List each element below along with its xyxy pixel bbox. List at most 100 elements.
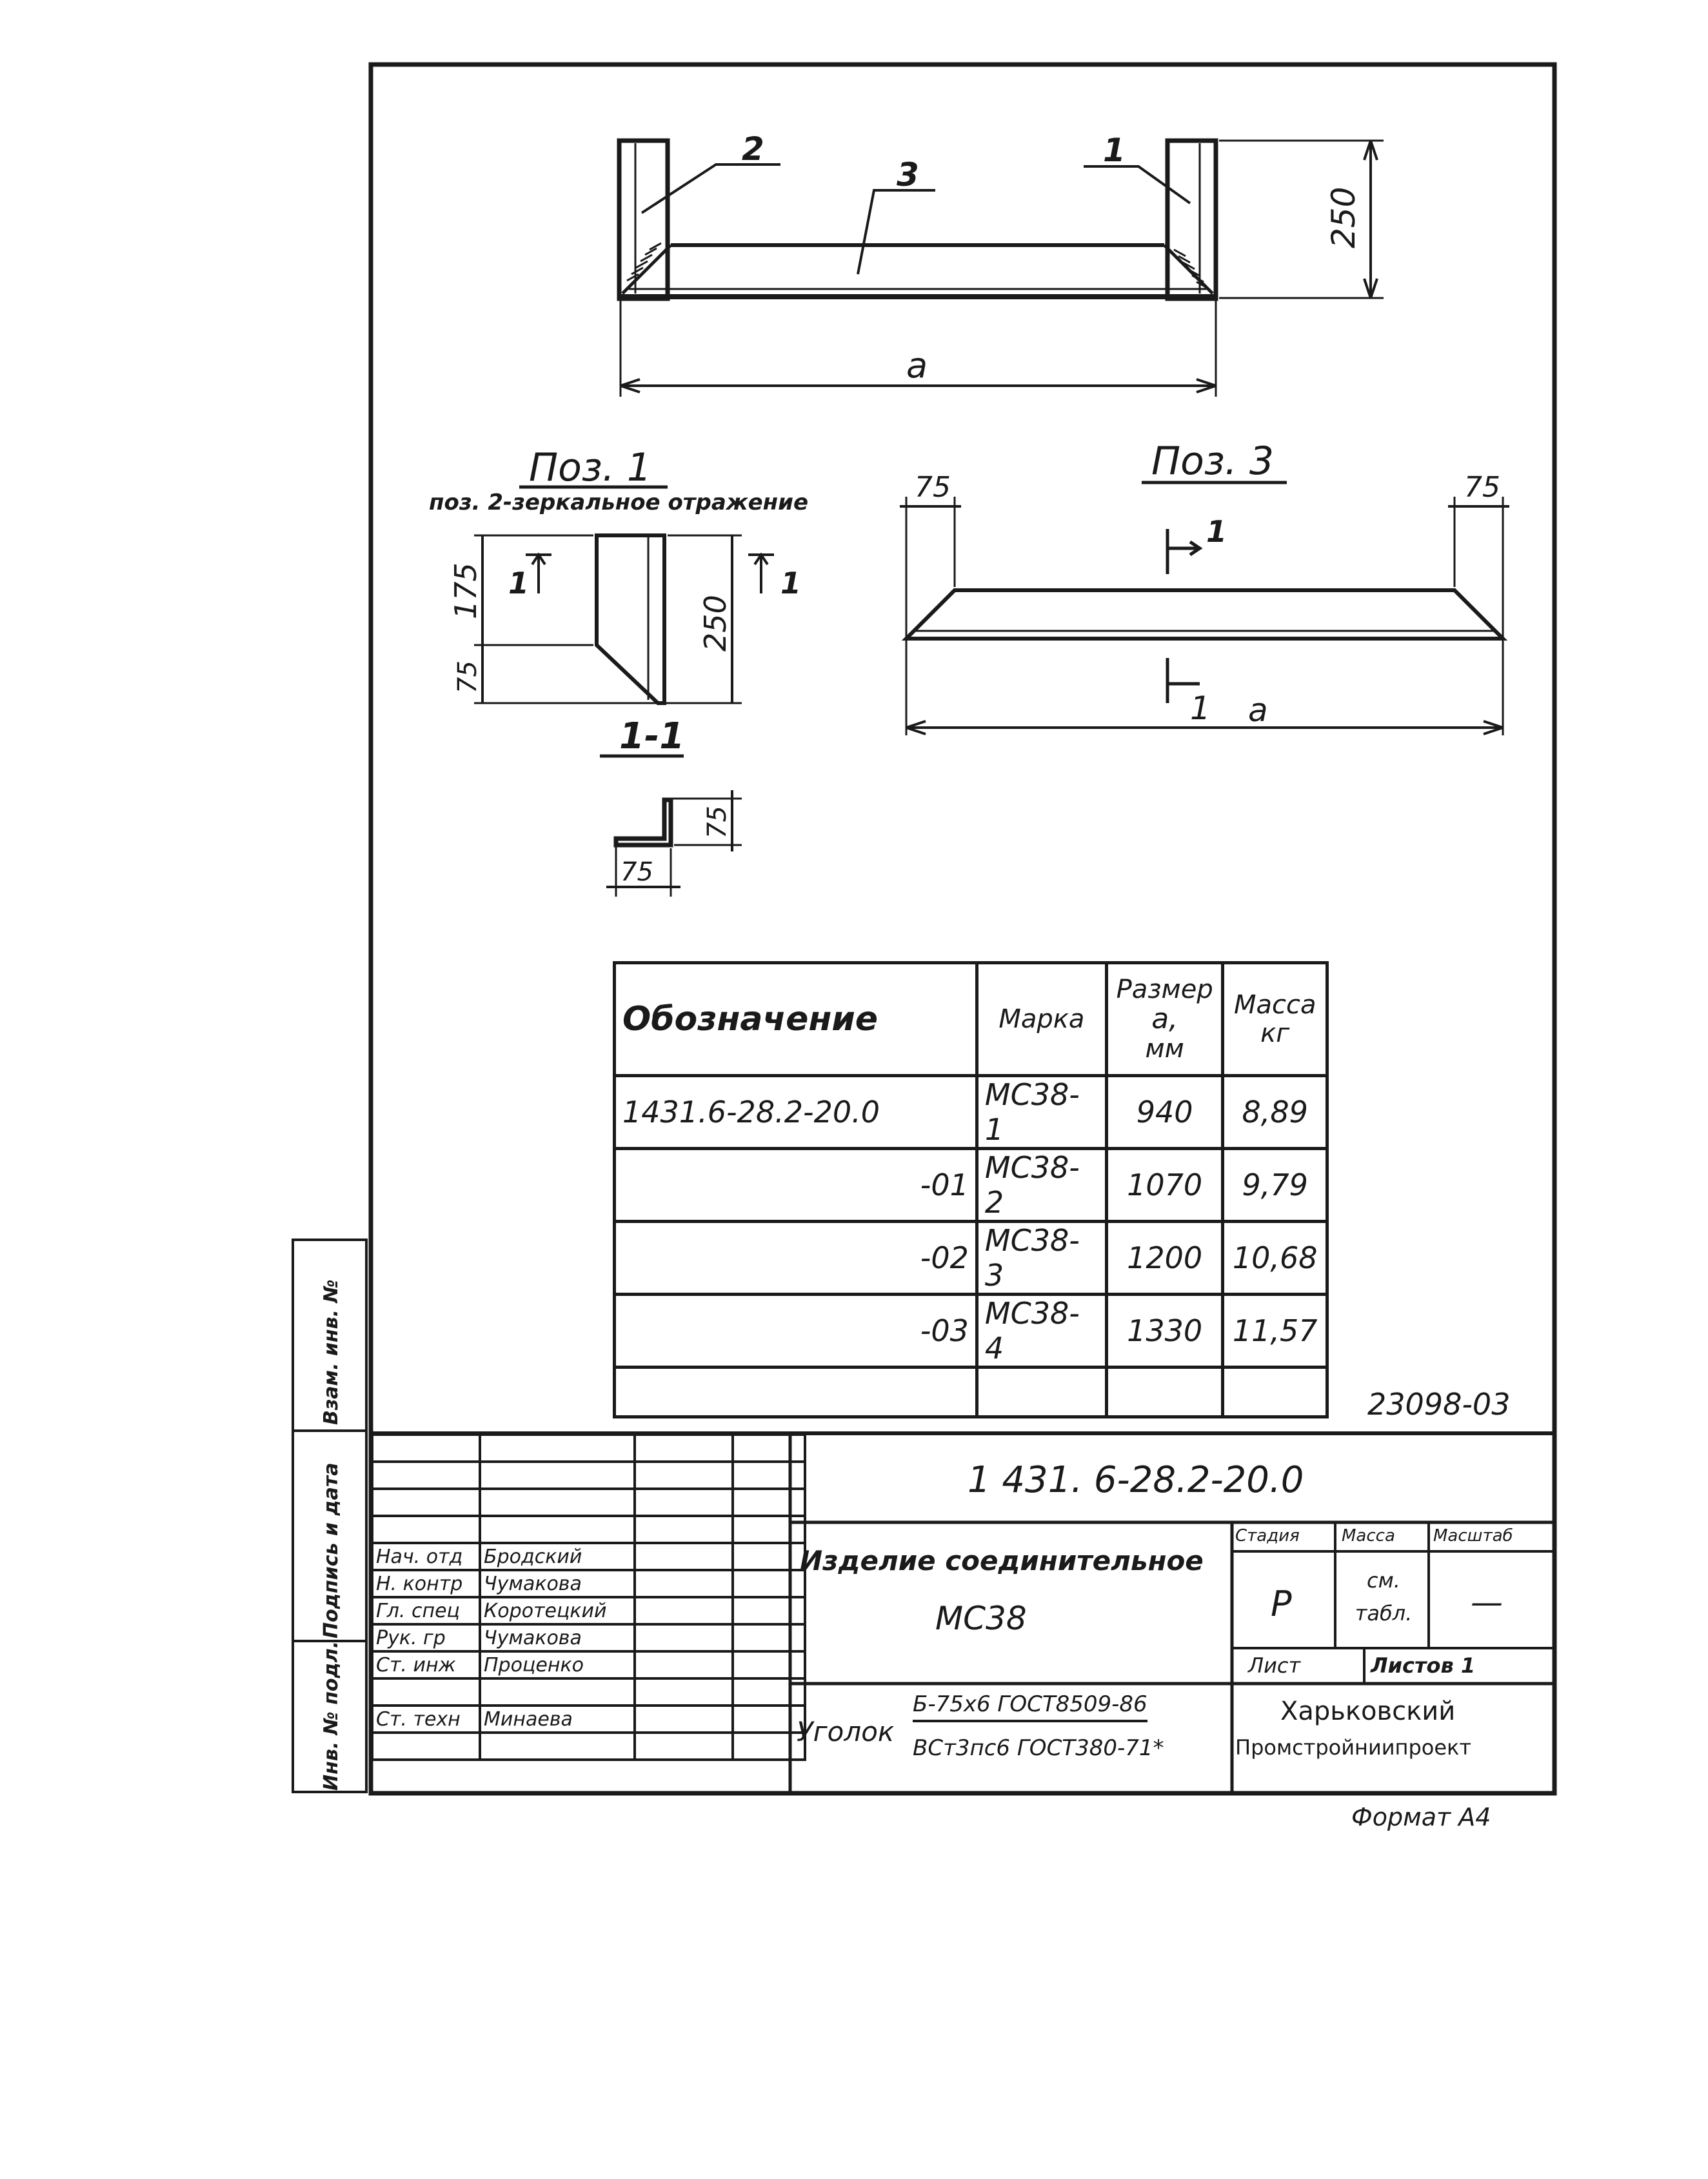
sig-name: Коротецкий xyxy=(479,1596,636,1626)
sig-row-empty xyxy=(371,1433,806,1463)
spec-header-mass: Масса кг xyxy=(1221,961,1329,1077)
pos1-dim-upper-label: 175 xyxy=(448,562,483,619)
spec-row: -01 МС38-2 1070 9,79 xyxy=(613,1147,1329,1223)
pos3-view: Поз. 3 75 75 1 1 a xyxy=(900,439,1509,735)
sig-signature xyxy=(633,1569,734,1598)
assembly-pos-2-label: 2 xyxy=(742,130,764,168)
leader-pos-3 xyxy=(857,189,935,275)
format-label: Формат А4 xyxy=(1351,1803,1491,1831)
spec-header-size-label: Размер xyxy=(1116,974,1213,1004)
dim-arrows-length xyxy=(620,378,1216,393)
spec-cell-empty xyxy=(1221,1366,1329,1418)
spec-cell-empty xyxy=(975,1366,1108,1418)
sig-name: Бродский xyxy=(479,1542,636,1571)
material-bottom: ВСт3пс6 ГОСТ380-71* xyxy=(913,1735,1164,1761)
spec-row: -03 МС38-4 1330 11,57 xyxy=(613,1293,1329,1369)
pos3-dim-right-label: 75 xyxy=(1464,471,1500,504)
pos1-view: Поз. 1 поз. 2-зеркальное отражение 175 7… xyxy=(429,445,808,705)
archive-number: 23098-03 xyxy=(1367,1387,1511,1422)
spec-cell-size: 1070 xyxy=(1104,1147,1225,1223)
left-side-strip: Взам. инв. № Подпись и дата Инв. № подл. xyxy=(292,1239,368,1793)
sheets-label: Листов 1 xyxy=(1371,1653,1476,1678)
spec-cell-empty xyxy=(613,1366,978,1418)
spec-cell-size: 940 xyxy=(1104,1074,1225,1150)
sig-signature xyxy=(633,1542,734,1571)
doc-code: 1 431. 6-28.2-20.0 xyxy=(968,1459,1304,1501)
spec-header-designation: Обозначение xyxy=(613,961,978,1077)
spec-cell-designation: -02 xyxy=(613,1220,978,1296)
spec-header-size: Размер a, мм xyxy=(1104,961,1225,1077)
spec-cell-mark: МС38-4 xyxy=(975,1293,1108,1369)
spec-header-mass-unit: кг xyxy=(1260,1019,1290,1048)
sig-row-empty xyxy=(371,1677,806,1707)
scale-label: Масштаб xyxy=(1433,1526,1513,1546)
spec-cell-designation: -03 xyxy=(613,1293,978,1369)
spec-row-empty xyxy=(613,1366,1329,1418)
assembly-bottom-left-chamfer xyxy=(621,244,672,295)
sig-row: Ст. инж Проценко xyxy=(371,1650,806,1680)
spec-cell-empty xyxy=(1104,1366,1225,1418)
strip-replace-inv: Взам. инв. № xyxy=(320,1279,343,1425)
material-prefix: Уголок xyxy=(797,1716,895,1747)
leader-pos-1 xyxy=(1084,165,1191,204)
assembly-right-leg xyxy=(1165,138,1218,301)
pos1-title: Поз. 1 xyxy=(529,445,651,490)
sig-row: Нач. отд Бродский xyxy=(371,1542,806,1571)
assembly-view: 2 3 1 250 a xyxy=(617,130,1384,397)
sig-row-empty xyxy=(371,1515,806,1544)
assembly-dim-length-label: a xyxy=(906,345,928,386)
sig-role: Н. контр xyxy=(371,1569,481,1598)
spec-row: -02 МС38-3 1200 10,68 xyxy=(613,1220,1329,1296)
sig-role: Ст. инж xyxy=(371,1650,481,1680)
scale-value: — xyxy=(1471,1584,1503,1621)
organization-line1: Харьковский xyxy=(1280,1696,1456,1726)
sig-role: Нач. отд xyxy=(371,1542,481,1571)
assembly-pos-1-label: 1 xyxy=(1103,132,1126,169)
material-top: Б-75х6 ГОСТ8509-86 xyxy=(913,1691,1147,1722)
stage-value: Р xyxy=(1271,1584,1292,1624)
sig-name: Чумакова xyxy=(479,1569,636,1598)
section-dim-horizontal-label: 75 xyxy=(621,857,653,887)
strip-cell-replace: Взам. инв. № xyxy=(292,1239,368,1432)
leader-pos-2 xyxy=(640,163,780,214)
spec-cell-designation: 1431.6-28.2-20.0 xyxy=(613,1074,978,1150)
signature-block: Нач. отд Бродский Н. контр Чумакова Гл. … xyxy=(371,1433,806,1761)
pos3-section-mark-top: 1 xyxy=(1206,514,1227,549)
strip-cell-sign: Подпись и дата xyxy=(292,1429,368,1642)
pos3-section-arrow-bottom xyxy=(1166,658,1200,703)
pos1-section-mark-right: 1 xyxy=(780,566,801,601)
section-angle-profile xyxy=(613,797,673,848)
spec-cell-mark: МС38-1 xyxy=(975,1074,1108,1150)
spec-cell-mass: 11,57 xyxy=(1221,1293,1329,1369)
sig-signature xyxy=(633,1650,734,1680)
sig-row-empty xyxy=(371,1460,806,1490)
pos3-section-arrow-top xyxy=(1166,529,1203,574)
spec-cell-mark: МС38-3 xyxy=(975,1220,1108,1296)
spec-header-size-var: a, xyxy=(1151,1002,1178,1035)
spec-header-mark: Марка xyxy=(975,961,1108,1077)
spec-cell-mark: МС38-2 xyxy=(975,1147,1108,1223)
pos3-section-mark-bottom: 1 xyxy=(1190,690,1211,727)
pos1-subtitle: поз. 2-зеркальное отражение xyxy=(429,490,808,515)
pos1-dim-total-label: 250 xyxy=(698,595,733,652)
specification-table: Обозначение Марка Размер a, мм Масса кг … xyxy=(613,961,1329,1418)
sig-role: Рук. гр xyxy=(371,1623,481,1653)
sig-row-empty xyxy=(371,1731,806,1761)
spec-cell-mass: 10,68 xyxy=(1221,1220,1329,1296)
spec-cell-size: 1330 xyxy=(1104,1293,1225,1369)
section-title: 1-1 xyxy=(619,715,684,757)
dim-arrows-height xyxy=(1363,140,1378,299)
pos3-dim-left-label: 75 xyxy=(915,471,951,504)
assembly-pos-3-label: 3 xyxy=(897,156,919,194)
sig-signature xyxy=(633,1596,734,1626)
sig-name: Чумакова xyxy=(479,1623,636,1653)
strip-inv-no: Инв. № подл. xyxy=(320,1640,343,1791)
sig-row: Рук. гр Чумакова xyxy=(371,1623,806,1653)
spec-cell-designation: -01 xyxy=(613,1147,978,1223)
pos1-section-arrow-right xyxy=(748,552,774,593)
section-view: 1-1 75 75 xyxy=(600,715,742,897)
mass-value: см. табл. xyxy=(1355,1568,1413,1626)
organization-line2: Промстройниипроект xyxy=(1235,1735,1471,1760)
pos3-dim-arrows-length xyxy=(906,720,1504,735)
